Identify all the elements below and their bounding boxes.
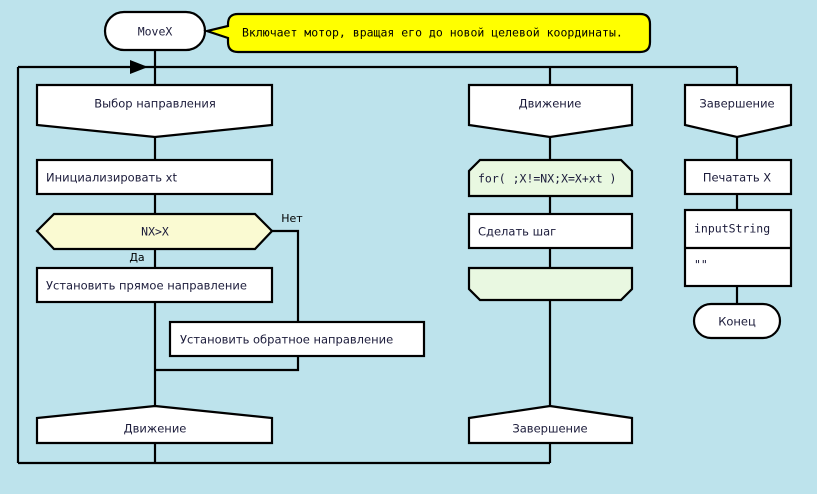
connector-decision-no-path <box>272 229 300 322</box>
finish-header-shape <box>683 83 793 139</box>
end-terminator-shape <box>692 302 782 340</box>
print-x-shape <box>683 158 793 196</box>
node-for-loop[interactable]: for( ;X!=NX;X=X+xt ) <box>467 158 634 198</box>
branch-header-shape <box>35 83 274 139</box>
var-decl-name: inputString <box>694 222 770 236</box>
print-x-label: Печатать X <box>703 171 771 185</box>
node-do-step[interactable]: Сделать шаг <box>467 212 634 250</box>
finish-header-label: Завершение <box>699 97 774 111</box>
goto-move-shape <box>35 404 274 445</box>
init-xt-shape <box>35 158 274 196</box>
end-label: Конец <box>718 315 756 329</box>
branch-label-no: Нет <box>281 212 303 225</box>
move-header-label: Движение <box>519 97 582 111</box>
set-forward-shape <box>35 266 274 304</box>
branch-label-yes: Да <box>129 251 144 264</box>
set-forward-label: Установить прямое направление <box>46 279 247 293</box>
goto-finish-mid-label: Завершение <box>512 422 587 436</box>
note-label: Включает мотор, вращая его до новой целе… <box>242 26 623 40</box>
node-set-forward[interactable]: Установить прямое направление <box>35 266 274 304</box>
set-reverse-shape <box>168 320 426 358</box>
start-label: MoveX <box>138 25 173 39</box>
node-print-x[interactable]: Печатать X <box>683 158 793 196</box>
for-loop-label: for( ;X!=NX;X=X+xt ) <box>478 172 616 186</box>
goto-move-label: Движение <box>124 422 187 436</box>
init-xt-label: Инициализировать xt <box>46 171 177 185</box>
move-header-shape <box>467 83 634 139</box>
do-step-shape <box>467 212 634 250</box>
node-set-reverse[interactable]: Установить обратное направление <box>168 320 426 358</box>
connector-reverse-to-join <box>155 356 300 372</box>
node-var-decl[interactable]: inputString "" <box>683 208 793 288</box>
node-goto-finish-mid[interactable]: Завершение <box>467 404 634 445</box>
node-end[interactable]: Конец <box>692 302 782 340</box>
set-reverse-label: Установить обратное направление <box>180 333 393 347</box>
for-loop-shape <box>467 158 634 198</box>
goto-finish-mid-shape <box>467 404 634 445</box>
decision-label: NX>X <box>141 225 169 239</box>
node-note[interactable]: Включает мотор, вращая его до новой целе… <box>202 12 652 54</box>
node-branch-header[interactable]: Выбор направления <box>35 83 274 139</box>
connector-layer <box>16 50 739 465</box>
node-decision[interactable]: NX>X <box>35 212 274 251</box>
var-decl-value: "" <box>694 258 708 272</box>
node-loop-end[interactable] <box>467 266 634 302</box>
do-step-label: Сделать шаг <box>478 225 556 239</box>
node-move-header[interactable]: Движение <box>467 83 634 139</box>
node-init-xt[interactable]: Инициализировать xt <box>35 158 274 196</box>
node-goto-move[interactable]: Движение <box>35 404 274 445</box>
arrowhead-to-branch-column <box>130 60 148 74</box>
node-finish-header[interactable]: Завершение <box>683 83 793 139</box>
loop-end-shape <box>467 266 634 302</box>
branch-header-label: Выбор направления <box>94 97 216 111</box>
decision-shape <box>35 212 274 251</box>
node-start[interactable]: MoveX <box>103 10 207 52</box>
note-callout-shape <box>202 12 652 54</box>
